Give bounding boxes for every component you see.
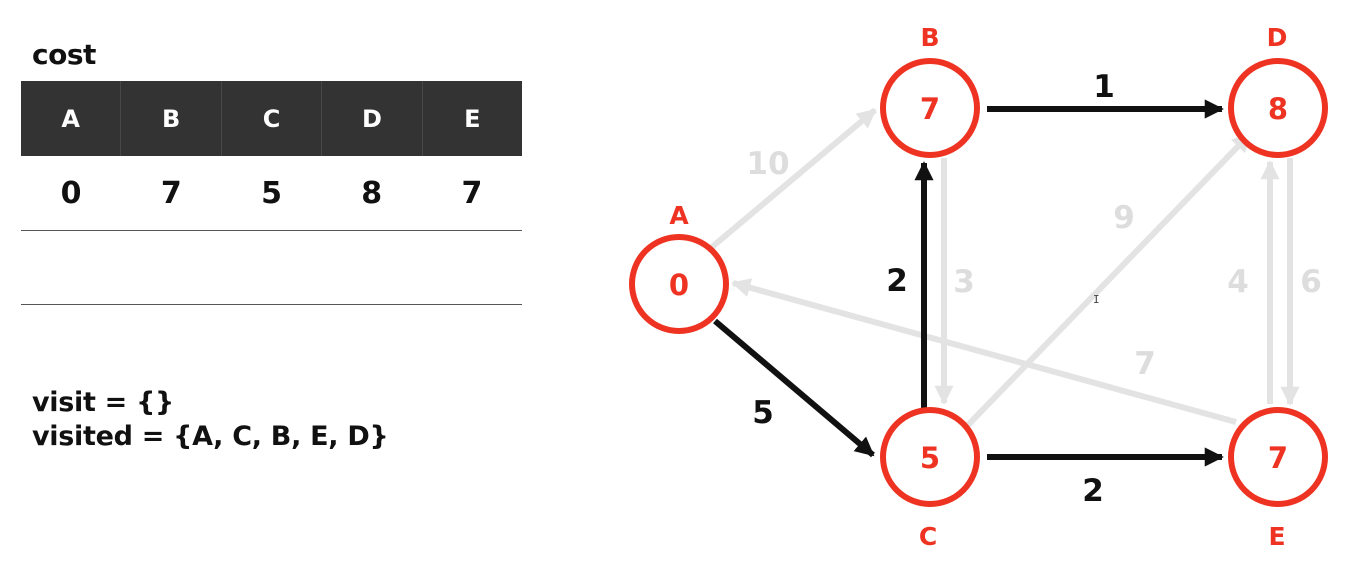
cost-header-a: A [21,81,122,156]
cost-header-d: D [322,81,423,156]
weight-e-a: 7 [1134,346,1156,382]
weight-b-c: 3 [953,264,975,300]
node-b: 7 B [880,23,980,158]
node-a-label: A [669,201,689,230]
node-b-label: B [920,23,939,52]
weight-d-e: 6 [1300,264,1322,300]
node-b-cost: 7 [920,92,940,126]
cost-empty-row [21,231,522,305]
cost-title: cost [32,38,96,71]
node-d-cost: 8 [1268,92,1288,126]
visited-set: visited = {A, C, B, E, D} [32,421,389,452]
visit-set: visit = {} [32,387,174,418]
edge-a-b [710,107,877,250]
weight-b-d: 1 [1093,69,1115,105]
node-e: 7 E [1228,407,1328,551]
node-c-cost: 5 [920,441,940,475]
weight-a-b: 10 [746,146,789,182]
node-a-cost: 0 [669,268,689,302]
edge-a-c [713,318,875,458]
cost-header-row: A B C D E [21,81,522,156]
cost-header-e: E [464,104,481,133]
weight-a-c: 5 [752,395,774,431]
edge-c-d [965,131,1253,428]
edge-e-a [731,278,1237,425]
cost-value-b: 7 [160,175,182,211]
node-e-cost: 7 [1268,441,1288,475]
node-a: 0 A [629,201,729,334]
cost-value-row: 0 7 5 8 7 [21,156,522,231]
weight-c-e: 2 [1082,473,1104,509]
node-e-label: E [1268,522,1285,551]
weight-c-b: 2 [886,263,908,299]
cost-header-b: B [121,81,222,156]
weight-e-d: 4 [1227,264,1249,300]
cost-header-c: C [222,81,323,156]
cost-table: A B C D E 0 7 5 8 7 [21,81,522,305]
cost-value-a: 0 [60,175,82,211]
weight-c-d: 9 [1113,200,1135,236]
cost-value-e: 7 [461,175,483,211]
node-d: 8 D [1228,23,1328,158]
cost-value-d: 8 [361,175,383,211]
node-c-label: C [919,522,937,551]
node-d-label: D [1267,23,1288,52]
cost-value-c: 5 [261,175,282,211]
node-c: 5 C [880,407,980,551]
text-cursor-icon: I [1093,293,1100,306]
